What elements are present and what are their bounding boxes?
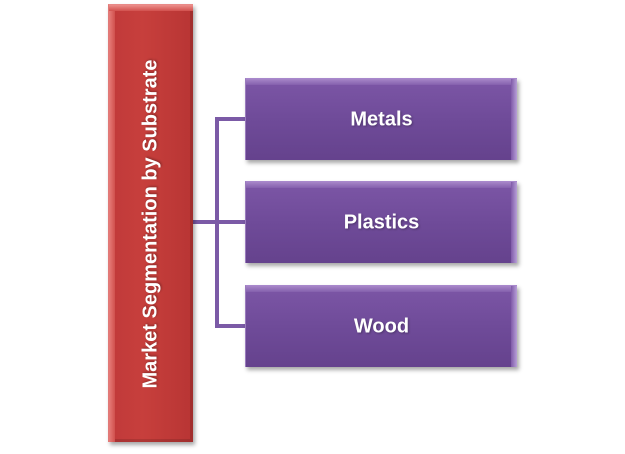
child-node-plastics: Plastics: [245, 181, 517, 263]
root-node-label: Market Segmentation by Substrate: [139, 59, 162, 388]
connector-plastics: [215, 220, 245, 224]
child-node-metals: Metals: [245, 78, 517, 160]
child-node-wood: Wood: [245, 285, 517, 367]
root-node: Market Segmentation by Substrate: [108, 4, 193, 442]
child-node-label: Metals: [350, 108, 413, 130]
child-node-label: Wood: [353, 315, 410, 337]
child-node-label: Plastics: [343, 211, 420, 233]
connector-metals: [215, 117, 245, 121]
connector-root-horizontal: [192, 220, 218, 224]
connector-wood: [215, 324, 245, 328]
